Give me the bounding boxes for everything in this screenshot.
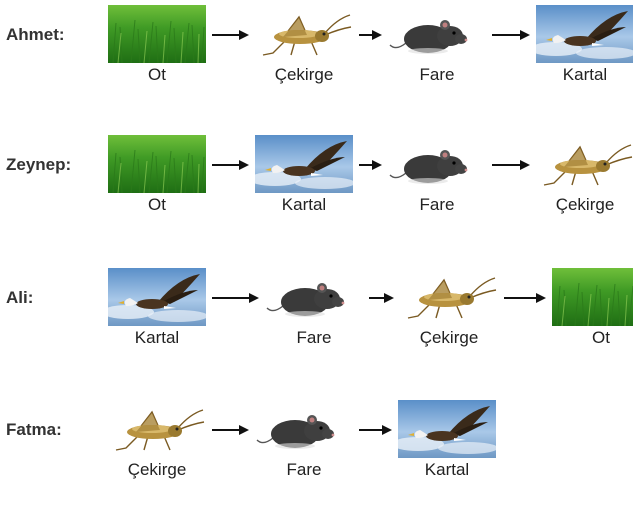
arrow-icon: [212, 292, 259, 304]
organism-label: Ot: [148, 195, 166, 214]
student-name: Ahmet:: [6, 25, 65, 44]
eagle-picture: [255, 135, 353, 193]
organism-label: Çekirge: [274, 65, 334, 84]
arrow-icon: [504, 292, 546, 304]
organism-picture: [265, 268, 363, 326]
arrow-icon: [212, 424, 249, 436]
grasshopper-picture: [543, 144, 633, 186]
organism-picture: [255, 400, 353, 458]
grass-picture: [552, 268, 633, 326]
mouse-picture: [389, 150, 468, 184]
eagle-picture: [536, 5, 633, 63]
organism-label: Fare: [419, 195, 455, 214]
arrow-icon: [492, 29, 530, 41]
organism-label: Çekirge: [419, 328, 479, 347]
food-chain-row: Ali: Kartal Fare: [0, 268, 633, 378]
organism-picture: [108, 400, 206, 458]
organism-label: Ot: [148, 65, 166, 84]
organism-label: Kartal: [281, 195, 327, 214]
arrow-icon: [359, 29, 382, 41]
food-chain-row: Fatma: Çekirge Fare: [0, 400, 633, 510]
arrow-icon: [359, 424, 392, 436]
arrow-icon: [212, 29, 249, 41]
student-name: Fatma:: [6, 420, 62, 439]
student-name: Zeynep:: [6, 155, 72, 174]
arrow-icon: [369, 292, 394, 304]
organism-picture: [552, 268, 633, 326]
food-chain-row: Zeynep: Ot: [0, 135, 633, 245]
eagle-picture: [398, 400, 496, 458]
organism-label: Kartal: [424, 460, 470, 479]
organism-label: Kartal: [134, 328, 180, 347]
organism-picture: [388, 135, 486, 193]
arrow-icon: [492, 159, 530, 171]
grass-picture: [108, 135, 206, 193]
mouse-picture: [256, 415, 335, 449]
student-name: Ali:: [6, 288, 34, 307]
organism-label: Kartal: [562, 65, 608, 84]
organism-picture: [388, 5, 486, 63]
food-chain-row: Ahmet: Ot: [0, 5, 633, 115]
organism-picture: [255, 5, 353, 63]
eagle-picture: [108, 268, 206, 326]
organism-picture: [255, 135, 353, 193]
arrow-icon: [359, 159, 382, 171]
organism-label: Fare: [419, 65, 455, 84]
organism-picture: [398, 400, 496, 458]
organism-label: Fare: [296, 328, 332, 347]
organism-picture: [536, 135, 633, 193]
organism-picture: [108, 135, 206, 193]
grasshopper-picture: [115, 409, 205, 451]
organism-label: Çekirge: [127, 460, 187, 479]
mouse-picture: [266, 283, 345, 317]
arrow-icon: [212, 159, 249, 171]
mouse-picture: [389, 20, 468, 54]
organism-picture: [108, 5, 206, 63]
grasshopper-picture: [262, 14, 352, 56]
organism-label: Çekirge: [555, 195, 615, 214]
grass-picture: [108, 5, 206, 63]
organism-label: Ot: [592, 328, 610, 347]
grasshopper-picture: [407, 277, 497, 319]
organism-picture: [108, 268, 206, 326]
organism-picture: [400, 268, 498, 326]
organism-label: Fare: [286, 460, 322, 479]
organism-picture: [536, 5, 633, 63]
